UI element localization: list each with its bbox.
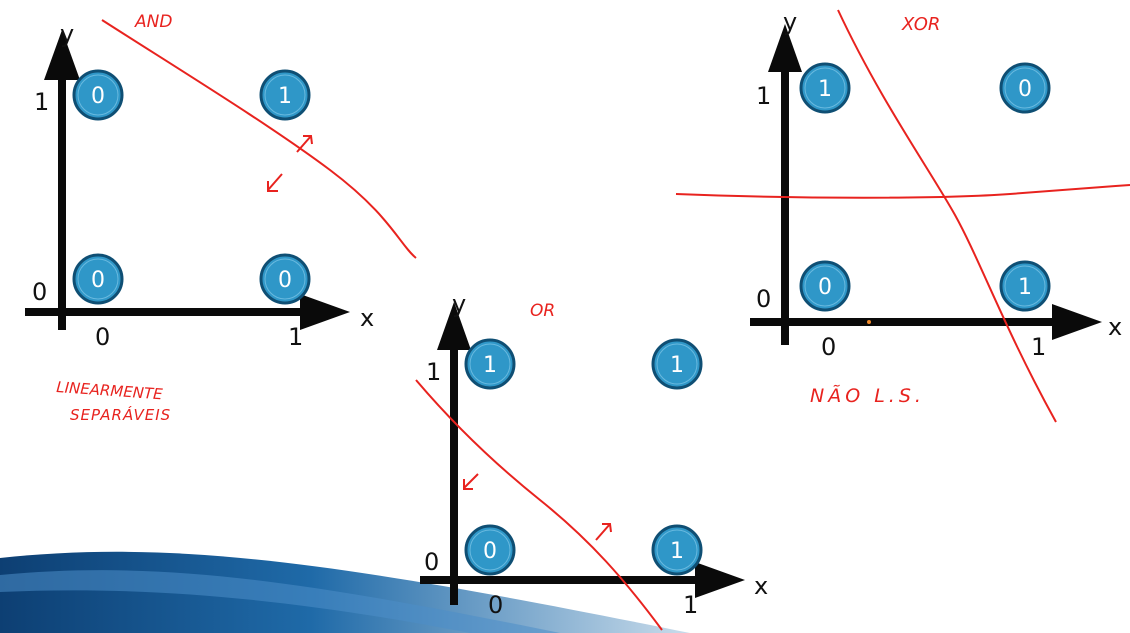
or-point-label-2: 0 <box>483 539 497 564</box>
or-separator-line <box>415 379 663 631</box>
or-point-2 <box>464 524 516 576</box>
slide-swoosh <box>0 551 690 633</box>
xor-diagonal-line <box>837 9 1057 423</box>
xor-point-ring-3 <box>1004 265 1046 307</box>
or-point-ring-3 <box>656 529 698 571</box>
xor-tick-y0: 0 <box>756 285 771 313</box>
xor-y-axis-label: y <box>783 8 797 36</box>
and-point-2 <box>72 253 124 305</box>
xor-tick-y1: 1 <box>756 82 771 110</box>
or-point-label-3: 1 <box>670 539 684 564</box>
slide-swoosh-highlight <box>0 570 560 633</box>
udemy-watermark: ẞ Udemy <box>1060 606 1113 625</box>
or-points: 1 1 0 1 <box>464 338 703 576</box>
or-point-label-0: 1 <box>483 353 497 378</box>
and-point-label-3: 0 <box>278 268 292 293</box>
or-y-axis-label: y <box>452 290 466 318</box>
xor-marker-dot <box>867 320 871 324</box>
xor-point-0 <box>799 62 851 114</box>
xor-point-label-0: 1 <box>818 77 832 102</box>
or-point-ring-2 <box>469 529 511 571</box>
and-points: 0 1 0 0 <box>72 69 311 305</box>
or-axes <box>420 302 745 605</box>
and-tick-y0: 0 <box>32 278 47 306</box>
or-tick-y0: 0 <box>424 548 439 576</box>
and-point-label-0: 0 <box>91 84 105 109</box>
and-point-ring-0 <box>77 74 119 116</box>
or-point-0 <box>464 338 516 390</box>
xor-x-axis-label: x <box>1108 313 1122 341</box>
udemy-logo-icon: ẞ <box>1060 606 1072 625</box>
and-point-ring-3 <box>264 258 306 300</box>
or-x-axis-label: x <box>754 572 768 600</box>
xor-point-1 <box>999 62 1051 114</box>
xor-horizontal-line <box>675 184 1130 199</box>
xor-axes <box>750 24 1102 345</box>
xor-tick-x0: 0 <box>821 333 836 361</box>
or-tick-x0: 0 <box>488 591 503 619</box>
xor-point-label-2: 0 <box>818 275 832 300</box>
and-arrow-down <box>267 173 283 192</box>
and-axes <box>25 30 350 330</box>
or-point-1 <box>651 338 703 390</box>
or-point-3 <box>651 524 703 576</box>
and-point-3 <box>259 253 311 305</box>
and-tick-y1: 1 <box>34 88 49 116</box>
and-point-0 <box>72 69 124 121</box>
xor-points: 1 0 0 1 <box>799 62 1051 312</box>
and-y-axis-label: y <box>60 20 74 48</box>
or-point-ring-0 <box>469 343 511 385</box>
or-point-label-1: 1 <box>670 353 684 378</box>
and-note-line1: LINEARMENTE <box>56 378 164 403</box>
watermark-text: Udemy <box>1078 610 1113 622</box>
xor-point-label-1: 0 <box>1018 77 1032 102</box>
and-tick-x1: 1 <box>288 323 303 351</box>
or-tick-y1: 1 <box>426 358 441 386</box>
xor-tick-x1: 1 <box>1031 333 1046 361</box>
xor-point-label-3: 1 <box>1018 275 1032 300</box>
and-separator-line <box>101 19 417 259</box>
and-x-axis-label: x <box>360 304 374 332</box>
and-title: AND <box>134 12 172 32</box>
or-panel: y x 1 0 0 1 1 1 0 1 OR <box>415 290 768 631</box>
xor-point-ring-2 <box>804 265 846 307</box>
and-point-label-1: 1 <box>278 84 292 109</box>
and-panel: y x 1 0 0 1 0 1 0 0 AND LINEARMENTE SEPARÁV… <box>25 12 417 424</box>
and-arrow-up <box>296 135 313 153</box>
xor-point-ring-1 <box>1004 67 1046 109</box>
and-point-ring-2 <box>77 258 119 300</box>
or-title: OR <box>530 301 555 321</box>
xor-title: XOR <box>901 14 940 35</box>
xor-panel: y x 1 0 0 1 1 0 0 1 XOR NÃO L.S. <box>675 8 1130 423</box>
and-note-line2: SEPARÁVEIS <box>70 405 171 424</box>
and-point-ring-1 <box>264 74 306 116</box>
and-point-1 <box>259 69 311 121</box>
xor-point-ring-0 <box>804 67 846 109</box>
and-point-label-2: 0 <box>91 268 105 293</box>
or-arrow-up <box>595 523 612 541</box>
and-tick-x0: 0 <box>95 323 110 351</box>
xor-point-3 <box>999 260 1051 312</box>
or-point-ring-1 <box>656 343 698 385</box>
or-arrow-down <box>463 473 479 490</box>
xor-point-2 <box>799 260 851 312</box>
or-tick-x1: 1 <box>683 591 698 619</box>
xor-note: NÃO L.S. <box>810 384 925 407</box>
